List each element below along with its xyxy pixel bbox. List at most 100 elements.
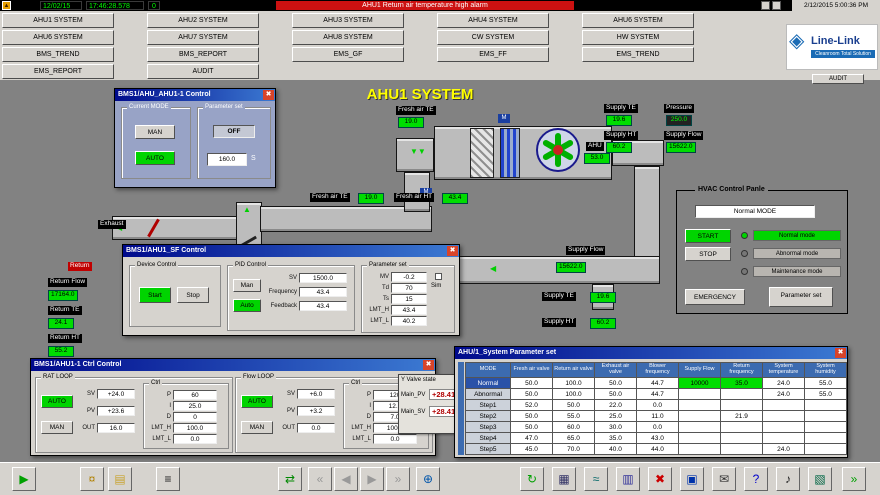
stop-button[interactable]: STOP bbox=[685, 247, 731, 261]
close-icon[interactable]: ✖ bbox=[835, 348, 846, 358]
value-cell[interactable]: 40.0 bbox=[595, 444, 637, 455]
close-icon[interactable]: ✖ bbox=[447, 246, 458, 256]
value-cell[interactable]: 44.7 bbox=[637, 389, 679, 400]
next-page-icon[interactable]: ▶ bbox=[360, 467, 384, 491]
first-page-icon[interactable]: « bbox=[308, 467, 332, 491]
sensor-value[interactable]: 19.0 bbox=[398, 117, 424, 128]
field-value-input[interactable]: -0.2 bbox=[391, 271, 427, 282]
field-value-input[interactable]: 40.2 bbox=[391, 315, 427, 326]
mode-cell[interactable]: Step4 bbox=[465, 433, 511, 444]
value-cell[interactable]: 0.0 bbox=[637, 422, 679, 433]
field-value-input[interactable]: 0 bbox=[173, 411, 217, 422]
value-cell[interactable] bbox=[763, 411, 805, 422]
save-icon[interactable]: ▣ bbox=[680, 467, 704, 491]
value-cell[interactable]: 45.0 bbox=[511, 444, 553, 455]
trend-icon[interactable]: ≈ bbox=[584, 467, 608, 491]
value-cell[interactable]: 44.7 bbox=[637, 378, 679, 389]
nav-button-ahu6-system[interactable]: AHU6 SYSTEM bbox=[2, 30, 114, 45]
mode-cell[interactable]: Step3 bbox=[465, 422, 511, 433]
dialog-titlebar[interactable]: BMS1/AHU1_SF Control bbox=[123, 245, 459, 257]
prev-page-icon[interactable]: ◀ bbox=[334, 467, 358, 491]
value-cell[interactable] bbox=[721, 389, 763, 400]
report-icon[interactable]: ≡ bbox=[156, 467, 180, 491]
value-cell[interactable] bbox=[721, 422, 763, 433]
nav-button-ahu2-system[interactable]: AHU2 SYSTEM bbox=[147, 13, 259, 28]
key-icon[interactable]: ¤ bbox=[80, 467, 104, 491]
value-cell[interactable]: 44.0 bbox=[637, 444, 679, 455]
sim-checkbox[interactable] bbox=[435, 273, 442, 280]
value-cell[interactable]: 24.0 bbox=[763, 444, 805, 455]
exit-icon[interactable]: » bbox=[842, 467, 866, 491]
stop-button[interactable]: Stop bbox=[177, 287, 209, 303]
field-value-input[interactable]: 70 bbox=[391, 282, 427, 293]
field-value-input[interactable]: 100.0 bbox=[173, 422, 217, 433]
value-cell[interactable] bbox=[721, 444, 763, 455]
field-value-input[interactable]: 16.0 bbox=[97, 422, 135, 433]
auto-button[interactable]: AUTO bbox=[241, 395, 273, 408]
value-cell[interactable]: 24.0 bbox=[763, 378, 805, 389]
help-icon[interactable]: ? bbox=[744, 467, 768, 491]
value-cell[interactable]: 24.0 bbox=[763, 389, 805, 400]
alarm-bell-icon[interactable]: ▲ bbox=[2, 1, 11, 10]
print-icon[interactable]: ▦ bbox=[552, 467, 576, 491]
value-cell[interactable] bbox=[679, 400, 721, 411]
chart-icon[interactable]: ▧ bbox=[808, 467, 832, 491]
value-cell[interactable] bbox=[679, 389, 721, 400]
sensor-value[interactable]: 60.2 bbox=[590, 318, 616, 329]
nav-button-ahu3-system[interactable]: AHU3 SYSTEM bbox=[292, 13, 404, 28]
value-cell[interactable]: 65.0 bbox=[553, 433, 595, 444]
value-cell[interactable]: 43.0 bbox=[637, 433, 679, 444]
man-button[interactable]: Man bbox=[233, 279, 261, 292]
field-value-input[interactable]: +23.6 bbox=[97, 405, 135, 416]
value-cell[interactable]: 60.0 bbox=[553, 422, 595, 433]
field-value-input[interactable]: 1500.0 bbox=[299, 273, 347, 283]
value-cell[interactable] bbox=[805, 444, 847, 455]
man-button[interactable]: MAN bbox=[41, 421, 73, 434]
auto-button[interactable]: Auto bbox=[233, 299, 261, 312]
value-cell[interactable]: 50.0 bbox=[553, 400, 595, 411]
field-value-input[interactable]: +3.2 bbox=[297, 405, 335, 416]
mail-icon[interactable]: ✉ bbox=[712, 467, 736, 491]
field-value-input[interactable]: 60 bbox=[173, 389, 217, 400]
layers-icon[interactable]: ▥ bbox=[616, 467, 640, 491]
value-cell[interactable] bbox=[763, 422, 805, 433]
value-cell[interactable]: 55.0 bbox=[805, 389, 847, 400]
value-cell[interactable]: 47.0 bbox=[511, 433, 553, 444]
sensor-value[interactable]: 19.6 bbox=[590, 292, 616, 303]
value-cell[interactable]: 100.0 bbox=[553, 378, 595, 389]
auto-button[interactable]: AUTO bbox=[135, 151, 175, 165]
man-button[interactable]: MAN bbox=[241, 421, 273, 434]
parameter-set-button[interactable]: Parameter set bbox=[769, 287, 833, 307]
world-icon[interactable]: ⊕ bbox=[416, 467, 440, 491]
sensor-value[interactable]: 250.0 bbox=[666, 115, 692, 126]
value-cell[interactable]: 50.0 bbox=[511, 378, 553, 389]
dialog-titlebar[interactable]: BMS1/AHU_AHU1-1 Control bbox=[115, 89, 275, 101]
auto-button[interactable]: AUTO bbox=[41, 395, 73, 408]
value-cell[interactable]: 100.0 bbox=[553, 389, 595, 400]
field-value-input[interactable]: 43.4 bbox=[391, 304, 427, 315]
value-cell[interactable]: 11.0 bbox=[637, 411, 679, 422]
field-value-input[interactable]: 0.0 bbox=[297, 422, 335, 433]
value-cell[interactable]: 0.0 bbox=[637, 400, 679, 411]
value-cell[interactable] bbox=[805, 422, 847, 433]
refresh-icon[interactable]: ↻ bbox=[520, 467, 544, 491]
value-cell[interactable] bbox=[805, 411, 847, 422]
value-cell[interactable] bbox=[679, 433, 721, 444]
mode-cell[interactable]: Step1 bbox=[465, 400, 511, 411]
nav-button-ahu6-system[interactable]: AHU6 SYSTEM bbox=[582, 13, 694, 28]
nav-button-cw-system[interactable]: CW SYSTEM bbox=[437, 30, 549, 45]
value-cell[interactable]: 50.0 bbox=[595, 378, 637, 389]
last-page-icon[interactable]: » bbox=[386, 467, 410, 491]
nav-button-bms-trend[interactable]: BMS_TREND bbox=[2, 47, 114, 62]
value-cell[interactable]: 55.0 bbox=[553, 411, 595, 422]
sensor-value[interactable]: 43.4 bbox=[442, 193, 468, 204]
maximize-icon[interactable] bbox=[772, 1, 781, 10]
value-cell[interactable]: 50.0 bbox=[511, 411, 553, 422]
field-value-input[interactable]: 0.0 bbox=[373, 433, 417, 444]
value-cell[interactable] bbox=[763, 400, 805, 411]
sensor-value[interactable]: 17164.0 bbox=[48, 290, 78, 301]
nav-button-ahu4-system[interactable]: AHU4 SYSTEM bbox=[437, 13, 549, 28]
value-cell[interactable] bbox=[763, 433, 805, 444]
mode-cell[interactable]: Step5 bbox=[465, 444, 511, 455]
value-cell[interactable] bbox=[679, 422, 721, 433]
